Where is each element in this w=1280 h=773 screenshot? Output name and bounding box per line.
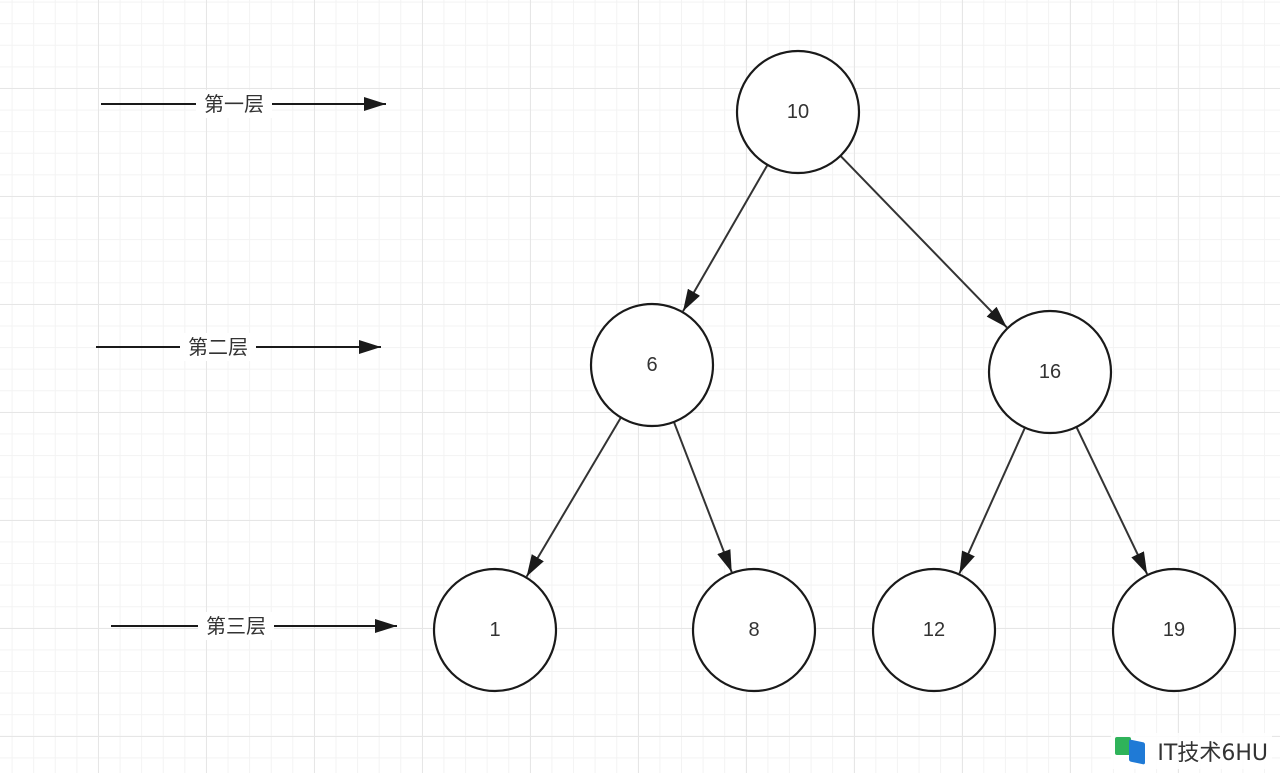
level-label-2: 第二层 [188, 335, 248, 359]
node-label: 6 [646, 354, 657, 376]
node-circle [432, 567, 558, 693]
level-indicator-1: 第一层 [101, 90, 386, 118]
watermark-logo-icon [1115, 737, 1153, 765]
level-label-background [180, 333, 256, 361]
nodes-layer: 10 6 16 1 8 12 19 [432, 49, 1237, 693]
level-label-background [198, 612, 274, 640]
edge-n16-to-n12 [958, 427, 1026, 574]
watermark-text: IT技术6HU [1157, 741, 1268, 766]
tree-node-10: 10 [735, 49, 861, 175]
level-indicator-2: 第二层 [96, 333, 381, 361]
edge-n16-to-n19 [1075, 426, 1149, 575]
tree-node-6: 6 [589, 302, 715, 428]
tree-node-19: 19 [1111, 567, 1237, 693]
tree-node-8: 8 [691, 567, 817, 693]
edges-layer [525, 155, 1149, 578]
node-circle [987, 309, 1113, 435]
node-circle [1111, 567, 1237, 693]
level-indicator-3: 第三层 [111, 612, 397, 640]
edge-n6-to-n8 [672, 421, 733, 573]
node-circle [871, 567, 997, 693]
edge-n10-to-n6 [682, 164, 769, 312]
node-label: 8 [748, 619, 759, 641]
node-label: 10 [787, 101, 809, 123]
node-label: 16 [1039, 361, 1061, 383]
edge-n10-to-n16 [839, 155, 1008, 329]
node-label: 19 [1163, 619, 1185, 641]
edge-n6-to-n1 [525, 416, 622, 578]
node-circle [691, 567, 817, 693]
tree-node-12: 12 [871, 567, 997, 693]
watermark: IT技术6HU [1111, 733, 1272, 769]
node-label: 1 [489, 619, 500, 641]
node-circle [589, 302, 715, 428]
node-label: 12 [923, 619, 945, 641]
level-label-background [196, 90, 272, 118]
tree-node-1: 1 [432, 567, 558, 693]
level-label-3: 第三层 [206, 614, 266, 638]
tree-node-16: 16 [987, 309, 1113, 435]
node-circle [735, 49, 861, 175]
level-label-1: 第一层 [204, 92, 264, 116]
